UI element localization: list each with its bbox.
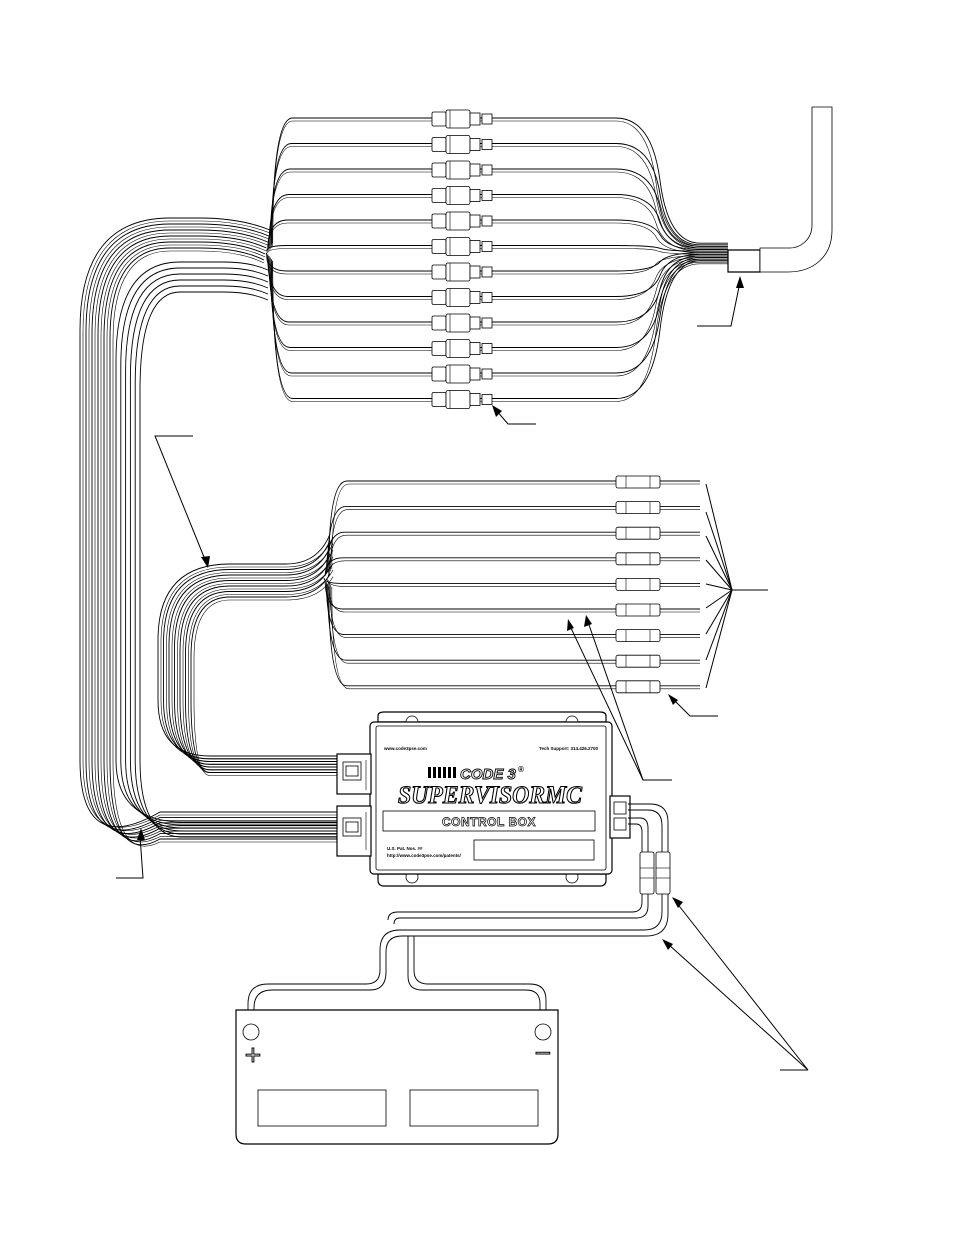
outer-bundle-wire-inner bbox=[89, 227, 338, 831]
upper-fuse-holder bbox=[432, 161, 492, 179]
upper-wire bbox=[273, 261, 728, 399]
upper-fuse-holder bbox=[432, 136, 492, 154]
upper-fuse-holders bbox=[432, 110, 492, 409]
negative-symbol: − bbox=[534, 1041, 552, 1066]
middle-wire bbox=[328, 585, 700, 661]
registered-mark: ® bbox=[518, 765, 524, 774]
middle-inline-fuse bbox=[616, 578, 660, 590]
middle-inline-fuse bbox=[616, 553, 660, 565]
inner-bundle-wire-inner bbox=[161, 537, 338, 759]
inner-bundle-wire bbox=[164, 541, 339, 759]
upper-wire-inner bbox=[267, 249, 728, 255]
outer-bundle-wire-inner bbox=[101, 239, 338, 838]
inner-bundle-wire-inner bbox=[178, 557, 339, 767]
upper-fuse-holder bbox=[432, 365, 492, 383]
upper-fuse-holder bbox=[432, 187, 492, 205]
negative-terminal bbox=[535, 1024, 551, 1040]
upper-fuse-holder bbox=[432, 289, 492, 307]
cable-conduit bbox=[728, 107, 832, 272]
middle-wire-inner bbox=[331, 585, 700, 664]
outer-bundle-wire bbox=[121, 268, 338, 825]
inner-bundle-wire-inner bbox=[194, 577, 338, 776]
upper-fuse-holder bbox=[432, 110, 492, 128]
harness-connectors bbox=[337, 754, 371, 856]
middle-inline-fuse bbox=[616, 630, 660, 642]
patent-url-text: http://www.code3pse.com/patents/ bbox=[387, 853, 462, 858]
positive-terminal bbox=[243, 1024, 259, 1040]
outer-cable-bundle bbox=[80, 218, 338, 846]
middle-inline-fuse bbox=[616, 681, 660, 693]
brand-supervisor-mc: SUPERVISORMC bbox=[398, 782, 582, 809]
middle-inline-fuse bbox=[616, 476, 660, 488]
upper-wire bbox=[270, 169, 728, 246]
website-text: www.code3pse.com bbox=[383, 746, 427, 751]
outer-bundle-wire-inner bbox=[107, 245, 338, 842]
middle-inline-fuses bbox=[616, 476, 660, 693]
upper-wire bbox=[268, 254, 728, 296]
middle-inline-fuse bbox=[616, 527, 660, 539]
control-box: www.code3pse.com Tech Support: 314.426.2… bbox=[370, 712, 612, 886]
upper-fuse-holder bbox=[432, 391, 492, 409]
power-connector bbox=[610, 796, 630, 838]
upper-wire-inner bbox=[271, 147, 728, 248]
control-box-label-plate bbox=[474, 840, 594, 860]
upper-wire bbox=[273, 118, 728, 243]
outer-bundle-wire-inner bbox=[113, 251, 338, 846]
middle-inline-fuse bbox=[616, 502, 660, 514]
inner-bundle-wire bbox=[191, 574, 338, 773]
upper-fuse-holder bbox=[432, 314, 492, 332]
positive-symbol: + bbox=[244, 1043, 262, 1068]
middle-inline-fuse bbox=[616, 655, 660, 667]
middle-inline-fuse bbox=[616, 604, 660, 616]
patent-text: U.S. Pat. Nos. ## bbox=[387, 846, 423, 851]
control-box-label: CONTROL BOX bbox=[442, 815, 536, 829]
outer-bundle-wire-inner bbox=[95, 233, 338, 834]
inner-bundle-wire-inner bbox=[189, 570, 339, 773]
battery-label-plate-left bbox=[258, 1090, 386, 1126]
inner-cable-bundle bbox=[158, 534, 338, 776]
battery: + − bbox=[236, 1010, 558, 1144]
outer-bundle-wire bbox=[98, 236, 338, 837]
upper-fuse-holder bbox=[432, 340, 492, 358]
upper-harness-wires bbox=[267, 118, 728, 402]
outer-bundle-wire bbox=[130, 280, 338, 831]
brand-code3: CODE 3 bbox=[460, 766, 517, 783]
upper-fuse-holder bbox=[432, 263, 492, 281]
outer-bundle-wire bbox=[86, 224, 338, 830]
upper-fuse-holder bbox=[432, 238, 492, 256]
battery-label-plate-right bbox=[410, 1090, 538, 1126]
support-text: Tech Support: 314.426.2700 bbox=[539, 746, 598, 751]
outer-bundle-wire bbox=[92, 230, 338, 834]
outer-bundle-wire bbox=[104, 242, 338, 841]
outer-bundle-wire bbox=[126, 274, 338, 828]
outer-bundle-wire bbox=[116, 262, 338, 822]
outer-bundle-wire bbox=[80, 218, 338, 827]
upper-wire-inner bbox=[273, 121, 728, 246]
upper-fuse-holder bbox=[432, 212, 492, 230]
